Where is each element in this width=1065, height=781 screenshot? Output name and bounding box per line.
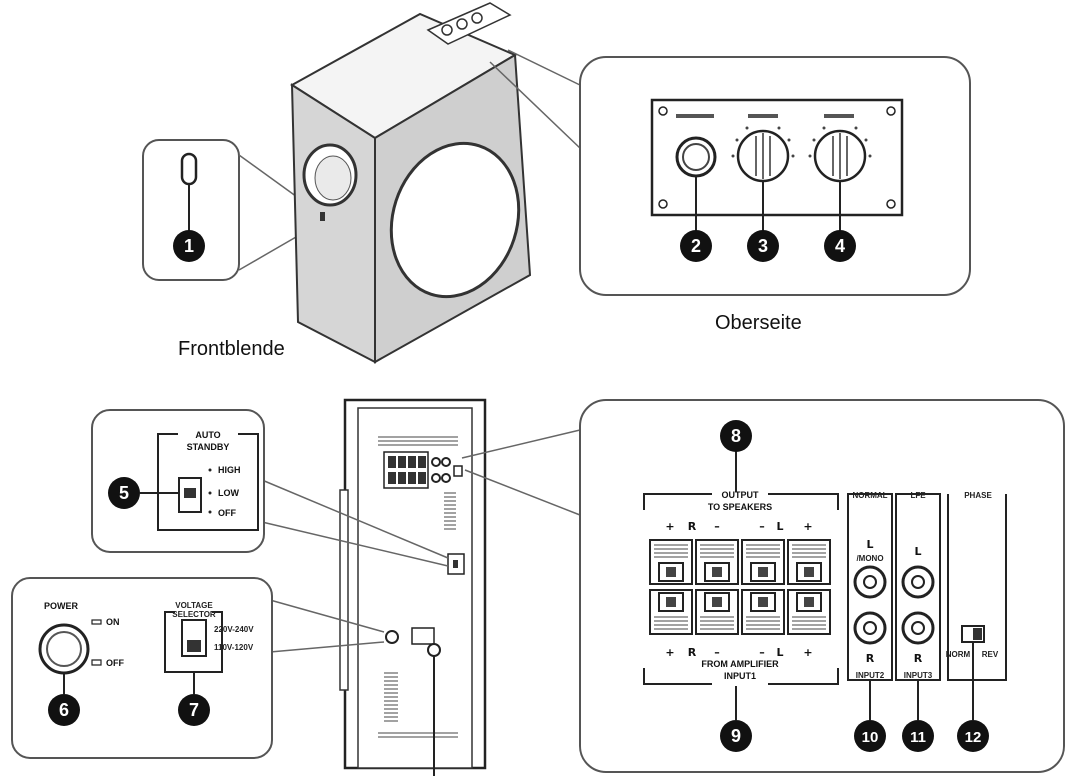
speaker-bottom-l: L: [776, 646, 783, 659]
speaker-top-minus-l: –: [759, 520, 765, 533]
auto-standby-low: LOW: [218, 488, 239, 498]
callout-3-label: 3: [758, 236, 768, 256]
power-off-label: OFF: [106, 658, 124, 668]
rca-jacks: [853, 565, 935, 645]
speaker-bottom-minus-r: –: [714, 646, 720, 659]
zoom-panel-top-controls: [579, 56, 971, 296]
callout-7: 7: [178, 694, 210, 726]
callout-5-label: 5: [119, 483, 129, 503]
caption-front: Frontblende: [178, 338, 285, 360]
zoom-panel-auto-standby: [91, 409, 265, 553]
voltage-title-2: SELECTOR: [172, 610, 216, 619]
auto-standby-high: HIGH: [218, 465, 241, 475]
callout-1: 1: [173, 230, 205, 262]
from-amplifier-label: FROM AMPLIFIER: [701, 659, 779, 669]
lfe-r-symbol: R: [914, 652, 923, 665]
voltage-title-1: VOLTAGE: [175, 601, 213, 610]
callout-8-label: 8: [731, 426, 741, 446]
normal-title: NORMAL: [852, 491, 887, 500]
callout-12: 12: [957, 720, 989, 752]
callout-6: 6: [48, 694, 80, 726]
lfe-title: LFE: [910, 491, 926, 500]
auto-standby-off: OFF: [218, 508, 236, 518]
voltage-option-2: 110V-120V: [214, 643, 254, 652]
subwoofer-rear-view: [261, 398, 581, 776]
output-label-1: OUTPUT: [722, 490, 760, 500]
auto-standby-title-2: STANDBY: [187, 442, 230, 452]
speaker-bottom-r: R: [688, 646, 697, 659]
phase-title: PHASE: [964, 491, 992, 500]
speaker-top-r: R: [688, 520, 697, 533]
speaker-top-minus-r: –: [714, 520, 720, 533]
speaker-terminals: [649, 539, 831, 635]
normal-mono-label: /MONO: [856, 554, 883, 563]
callout-10: 10: [854, 720, 886, 752]
input3-label: INPUT3: [904, 671, 933, 680]
callout-11-label: 11: [910, 729, 926, 746]
input1-label: INPUT1: [724, 671, 756, 681]
callout-2-label: 2: [691, 236, 701, 256]
speaker-bottom-plus-l: +: [803, 646, 812, 659]
callout-8: 8: [720, 420, 752, 452]
speaker-top-plus-l: +: [803, 520, 812, 533]
speaker-bottom-plus-r: +: [665, 646, 674, 659]
auto-standby-title-1: AUTO: [195, 430, 220, 440]
callout-9: 9: [720, 720, 752, 752]
callout-3: 3: [747, 230, 779, 262]
lfe-l-symbol: L: [914, 545, 921, 558]
zoom-panel-front-led: [142, 139, 323, 281]
zoom-panel-terminals: [579, 399, 1065, 773]
callout-6-label: 6: [59, 700, 69, 720]
caption-top: Oberseite: [715, 312, 802, 334]
callout-4-label: 4: [835, 236, 845, 256]
normal-r-symbol: R: [866, 652, 875, 665]
phase-rev-label: REV: [982, 650, 999, 659]
callout-10-label: 10: [862, 729, 879, 746]
speaker-bottom-minus-l: –: [759, 646, 765, 659]
power-label: POWER: [44, 601, 79, 611]
callout-7-label: 7: [189, 700, 199, 720]
subwoofer-cabinet: [290, 2, 583, 364]
speaker-top-l: L: [776, 520, 783, 533]
phase-norm-label: NORM: [946, 650, 971, 659]
callout-11: 11: [902, 720, 934, 752]
voltage-option-1: 220V-240V: [214, 625, 254, 634]
normal-l-symbol: L: [866, 538, 873, 551]
callout-9-label: 9: [731, 726, 741, 746]
power-on-label: ON: [106, 617, 120, 627]
callout-5: 5: [108, 477, 140, 509]
speaker-top-plus-r: +: [665, 520, 674, 533]
output-label-2: TO SPEAKERS: [708, 502, 772, 512]
callout-4: 4: [824, 230, 856, 262]
input2-label: INPUT2: [856, 671, 885, 680]
callout-2: 2: [680, 230, 712, 262]
callout-12-label: 12: [965, 729, 982, 746]
callout-1-label: 1: [184, 236, 194, 256]
